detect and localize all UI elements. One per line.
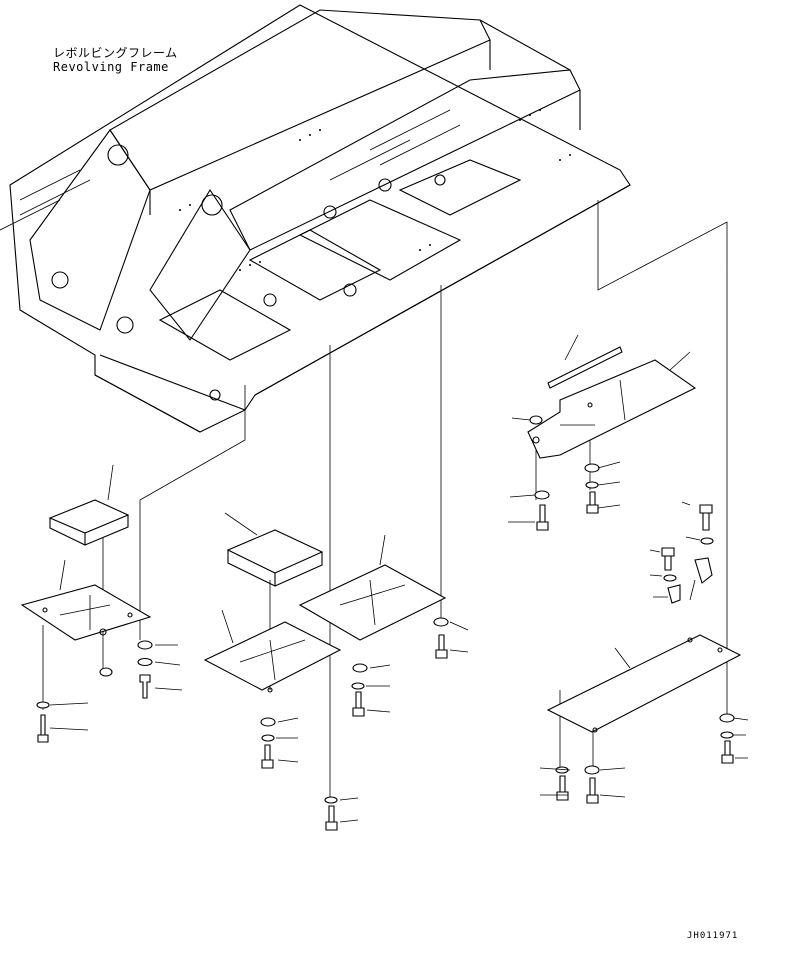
washer-right-2	[585, 481, 599, 489]
frame-title-english: Revolving Frame	[53, 60, 169, 74]
washer-middle-3	[433, 617, 449, 627]
bolt-middle-3	[435, 634, 448, 659]
nut-middle-1	[260, 717, 276, 727]
deck-plate-1	[298, 199, 462, 281]
washer-right-3	[700, 537, 714, 545]
nut-left-2	[99, 667, 113, 677]
washer-middle-2	[351, 682, 365, 690]
bolt-right-4	[661, 547, 675, 571]
washer-right-7	[584, 765, 600, 775]
bolt-right-3	[699, 504, 713, 531]
frame-beam-right	[229, 69, 581, 251]
washer-left-1	[137, 657, 153, 667]
nut-left-1	[137, 640, 153, 650]
bracket-right-1	[694, 557, 713, 584]
assembly-leader-lines	[42, 200, 728, 800]
washer-right-1	[534, 490, 550, 500]
pad-block-middle	[226, 529, 324, 574]
bolt-middle-4	[325, 805, 338, 831]
cover-plate-right-upper	[527, 359, 697, 459]
cover-plate-right-lower	[546, 634, 742, 733]
revolving-frame	[0, 4, 631, 433]
washer-right-5	[720, 731, 734, 739]
bolt-middle-2	[352, 691, 365, 717]
bolt-right-2	[586, 491, 599, 514]
frame-outline	[9, 4, 631, 433]
frame-title-japanese: レボルビングフレーム	[53, 46, 178, 60]
drawing-code: JH011971	[687, 931, 739, 941]
nut-right-1	[529, 415, 543, 425]
deck-plate-3	[158, 289, 292, 361]
cover-group-right	[508, 334, 749, 804]
cover-group-left	[20, 464, 183, 743]
bolt-right-6	[556, 775, 569, 801]
nut-right-3	[719, 713, 735, 723]
boom-bracket-right	[149, 188, 251, 341]
washer-right-4	[663, 574, 677, 582]
washer-middle-4	[324, 796, 338, 804]
cover-plate-left	[20, 584, 152, 641]
bolt-left-2	[37, 714, 49, 743]
washer-middle-1	[261, 734, 275, 742]
cover-plate-middle	[203, 621, 342, 691]
nut-middle-2	[352, 663, 368, 673]
bolt-middle-1	[261, 744, 274, 769]
bracket-right-2	[667, 584, 681, 604]
boom-bracket-left	[29, 129, 151, 331]
bolt-right-1	[536, 504, 549, 531]
deck-plate-2	[248, 229, 382, 301]
seal-strip	[547, 346, 623, 389]
washer-left-2	[36, 701, 50, 709]
bolt-left-1	[139, 674, 151, 699]
bolt-right-7	[586, 777, 599, 804]
pad-block-left	[48, 499, 130, 534]
cover-group-middle	[203, 512, 469, 831]
bolt-right-5	[721, 740, 734, 764]
nut-right-2	[584, 463, 600, 473]
